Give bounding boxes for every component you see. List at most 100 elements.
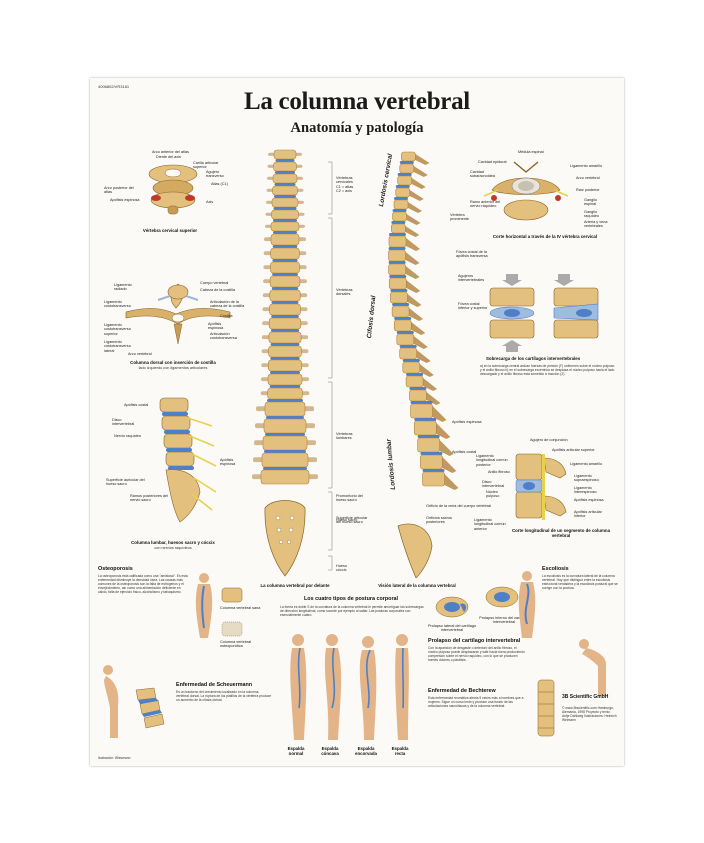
side-spinous-process <box>405 226 420 237</box>
side-disc <box>395 185 410 188</box>
front-spine-illustration <box>252 149 318 577</box>
bechterew-spine <box>537 679 555 737</box>
posture-normal: Espalda normal <box>287 746 305 756</box>
side-spinous-process <box>411 178 426 189</box>
side-spinous-process <box>409 190 424 201</box>
anatomy-poster: 4006802/VR3161 La columna vertebral Anat… <box>90 78 624 766</box>
front-vertebra <box>268 317 302 330</box>
osteoporotic-vertebra-icon <box>221 621 243 637</box>
front-disc <box>266 416 304 419</box>
posture-figures <box>290 634 409 740</box>
side-spinous-process <box>405 252 420 265</box>
label-anterior-arch: Arco anterior del atlas <box>152 150 189 154</box>
side-vertebra <box>388 235 407 248</box>
side-disc <box>394 317 412 320</box>
label-costal-fovea: Fóvea costal inferior y superior <box>458 302 488 311</box>
front-disc <box>265 433 305 436</box>
load-caption: Sobrecarga de los cartílagos interverteb… <box>486 356 581 361</box>
front-vertebra <box>269 289 301 302</box>
front-disc <box>269 385 301 388</box>
label-spinous-process: Apófisis espinosa <box>110 198 140 202</box>
side-vertebra <box>391 223 406 234</box>
front-vertebra <box>263 418 307 434</box>
bechterew-title: Enfermedad de Bechterew <box>428 688 496 694</box>
cervical-vertebra-illustration <box>148 164 198 215</box>
side-disc <box>394 197 409 200</box>
side-vertebra <box>397 175 412 186</box>
label-vein-orifice: Orificio de la vena del cuerpo vertebral <box>426 504 492 508</box>
label-annulus: Anillo fibroso <box>488 470 510 474</box>
side-vertebra <box>395 187 411 198</box>
posture-straight: Espalda recta <box>391 746 409 756</box>
front-vertebra <box>262 435 308 451</box>
side-disc <box>417 435 440 438</box>
front-vertebra <box>273 149 297 160</box>
label-lumbar-costal: Apófisis costal <box>124 403 149 407</box>
scheuermann-vertebrae <box>135 687 165 729</box>
posture-concave: Espalda cóncava <box>321 746 339 756</box>
side-disc <box>389 275 407 278</box>
front-disc <box>272 273 298 276</box>
publisher-text: © www.3bscientific.com Hamburgo, Alemani… <box>562 706 617 722</box>
label-transverse-costal-fovea: Fóvea costal de la apófisis transversa <box>456 250 488 259</box>
label-side-spinous: Apófisis espinosa <box>452 420 482 424</box>
label-side-costal: Apófisis costal <box>452 450 477 454</box>
scheuermann-title: Enfermedad de Scheuermann <box>176 682 253 688</box>
label-dens: Diente del axis <box>156 155 181 159</box>
label-atlas: Atlas (C1) <box>211 182 228 186</box>
horizontal-caption: Corte horizontal a través de la IV vérte… <box>492 234 598 239</box>
side-spinous-process <box>409 308 424 321</box>
side-disc <box>414 418 437 421</box>
label-promontory: Promontorio del hueso sacro <box>336 494 363 503</box>
label-vertebral-arch: Arco vertebral <box>128 352 152 356</box>
side-disc <box>388 261 406 264</box>
label-costotransverse-joint: Articulación costotransversa <box>210 332 237 341</box>
front-vertebra <box>260 469 310 485</box>
label-nucleus: Núcleo pulposo <box>486 490 500 499</box>
front-vertebra <box>261 452 309 468</box>
front-vertebra <box>269 275 301 288</box>
side-spinous-process <box>408 202 423 213</box>
bracket-thoracic: Vértebras dorsales <box>336 288 353 297</box>
side-disc <box>388 247 406 250</box>
front-vertebra <box>267 359 303 372</box>
side-vertebra <box>399 163 415 174</box>
side-spinous-process <box>436 423 451 439</box>
side-disc <box>391 221 406 224</box>
page-subtitle: Anatomía y patología <box>290 120 424 136</box>
front-disc <box>273 219 297 222</box>
front-disc <box>270 357 300 360</box>
label-healthy-spine: Columna vertebral sana <box>220 606 261 610</box>
label-conjunction-foramen: Agujero de conjunción <box>530 438 568 442</box>
label-posterior-arch: Arco posterior del atlas <box>104 186 134 195</box>
side-spinous-process <box>406 280 421 293</box>
side-spinous-process <box>444 474 459 490</box>
bracket-sacrum: Hueso sacro <box>336 518 358 522</box>
side-disc <box>392 209 407 212</box>
label-rib-head-joint: Articulación de la cabeza de la costilla <box>210 300 245 309</box>
label-axis: Axis <box>206 200 214 204</box>
front-disc <box>275 171 295 174</box>
side-spinous-process <box>415 154 430 165</box>
side-vertebra <box>413 420 437 436</box>
horizontal-section-illustration <box>483 161 569 221</box>
label-lat-costotransverse-lig: Ligamento costotransverso lateral <box>104 340 131 353</box>
longitudinal-caption: Corte longitudinal de un segmento de col… <box>511 528 611 538</box>
osteoporosis-figure <box>195 573 213 638</box>
side-disc <box>399 345 417 348</box>
side-vertebra <box>417 437 440 453</box>
side-disc <box>409 387 427 390</box>
label-intervertebral-foramina: Agujeros intervertebrales <box>458 274 485 283</box>
prolapse-title: Prolapso del cartílago intervertebral <box>428 638 521 644</box>
side-spinous-process <box>413 336 428 349</box>
label-spinal-cord: Médula espinal <box>518 150 544 154</box>
side-spinous-process <box>407 294 422 307</box>
scoliosis-title: Escoliosis <box>542 566 569 572</box>
side-spinous-process <box>413 166 428 177</box>
page-title: La columna vertebral <box>244 88 470 115</box>
side-spinous-process <box>432 406 447 422</box>
front-vertebra <box>272 173 298 184</box>
lateral-spine-illustration <box>388 151 459 578</box>
region-brackets <box>328 161 333 571</box>
side-spinous-process <box>411 322 426 335</box>
